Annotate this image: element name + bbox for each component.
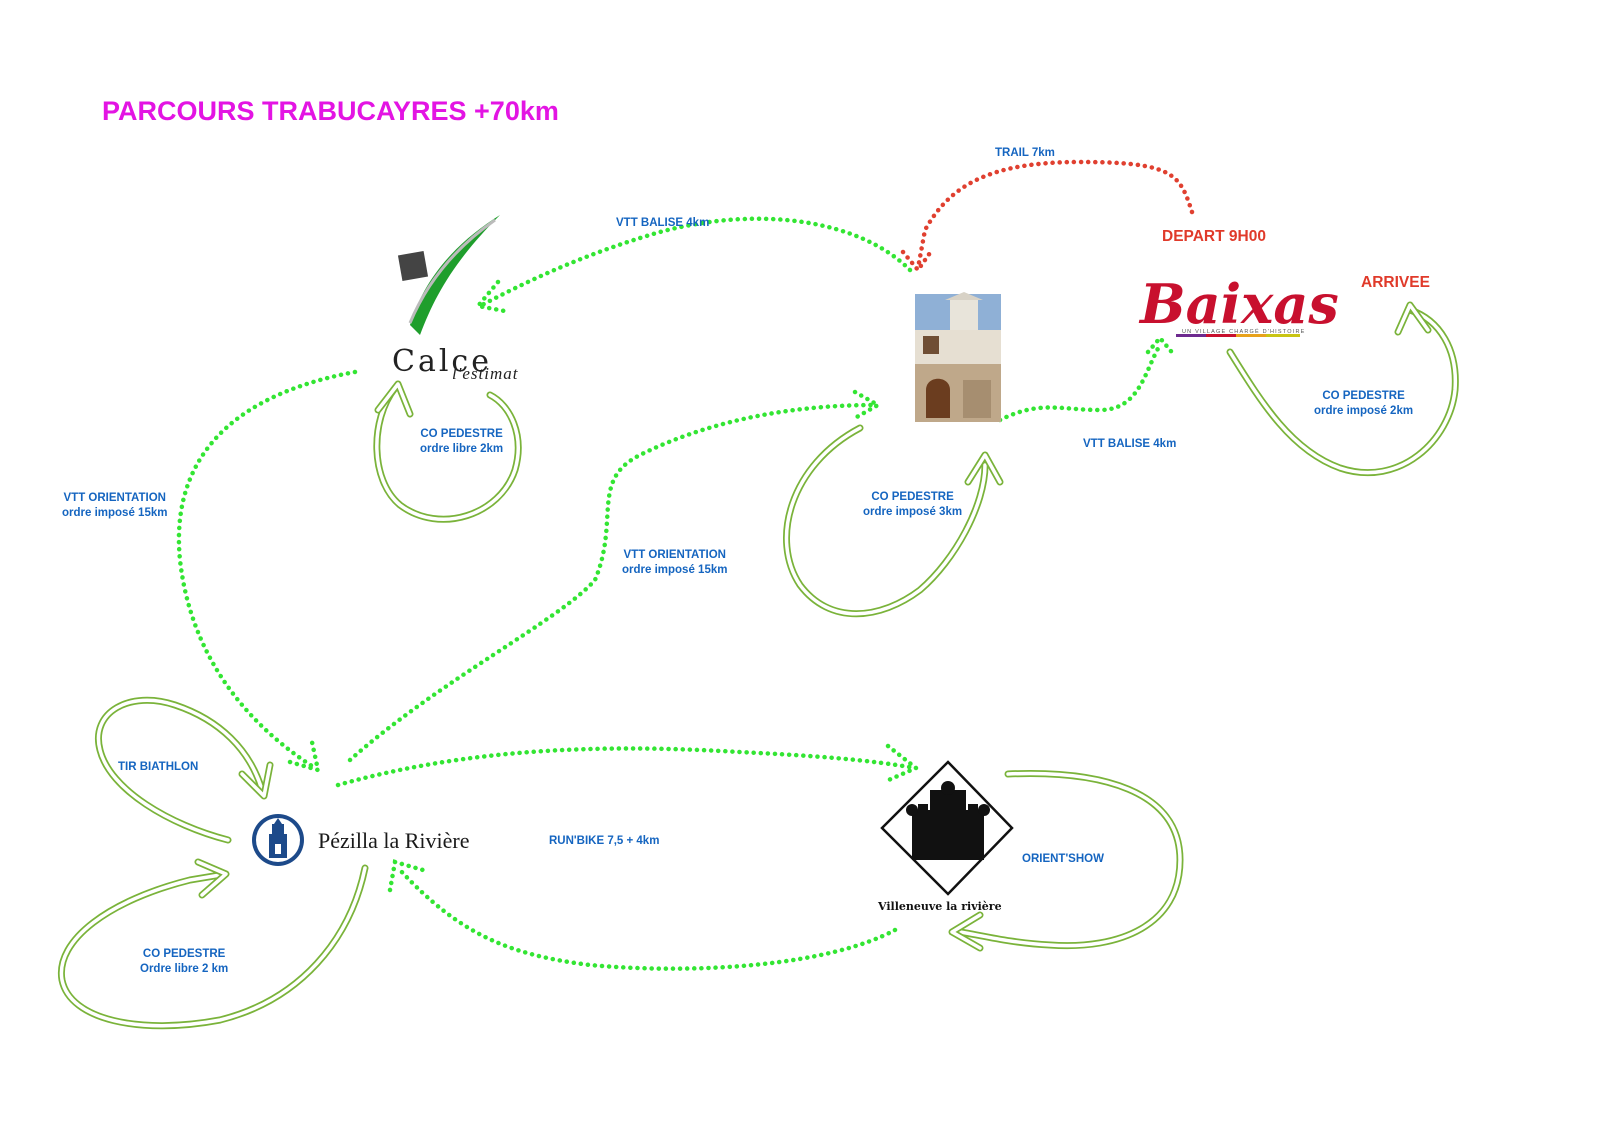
co-calce-line-2: ordre libre 2km — [420, 443, 504, 455]
vtt-balise-right-label: VTT BALISE 4km — [1083, 438, 1177, 450]
co-calce-loop — [373, 380, 522, 523]
co-pezilla-line-2: Ordre libre 2 km — [140, 963, 229, 975]
depart-label: DEPART 9H00 — [1162, 228, 1266, 245]
runbike-route — [335, 743, 921, 971]
vtt-balise-top-route — [473, 216, 913, 315]
vtt-balise-top-label: VTT BALISE 4km — [616, 217, 710, 229]
arrivee-label: ARRIVEE — [1361, 274, 1430, 291]
baixas-color-strip — [1176, 334, 1300, 337]
co-chapel-label: CO PEDESTRE ordre imposé 3km — [863, 490, 962, 520]
page-title: PARCOURS TRABUCAYRES +70km — [102, 96, 559, 126]
tir-biathlon-loop — [95, 696, 274, 844]
orientshow-loop — [948, 770, 1184, 952]
calce-logo — [380, 215, 500, 335]
vtt-orientation-center-line-2: ordre imposé 15km — [622, 564, 728, 576]
vtt-orientation-left-line-1: VTT ORIENTATION — [63, 492, 166, 504]
tir-biathlon-label: TIR BIATHLON — [118, 761, 199, 773]
vtt-orientation-center-route — [347, 389, 883, 763]
pezilla-name: Pézilla la Rivière — [318, 828, 470, 853]
pezilla-logo — [252, 814, 304, 866]
chapel-photo-icon — [915, 292, 1001, 422]
trail-label: TRAIL 7km — [995, 147, 1055, 159]
vtt-orientation-left-route — [176, 369, 358, 774]
co-baixas-label: CO PEDESTRE ordre imposé 2km — [1314, 389, 1413, 419]
baixas-subtitle: UN VILLAGE CHARGÉ D'HISTOIRE — [1182, 329, 1306, 335]
trail-route — [900, 159, 1195, 274]
vtt-orientation-left-label: VTT ORIENTATION ordre imposé 15km — [62, 491, 167, 521]
co-calce-label: CO PEDESTRE ordre libre 2km — [420, 427, 503, 457]
co-baixas-line-1: CO PEDESTRE — [1322, 390, 1405, 402]
vtt-orientation-left-line-2: ordre imposé 15km — [62, 507, 168, 519]
co-chapel-line-1: CO PEDESTRE — [871, 491, 954, 503]
orientshow-label: ORIENT'SHOW — [1022, 853, 1104, 865]
co-chapel-line-2: ordre imposé 3km — [863, 506, 963, 518]
villeneuve-logo — [880, 760, 1014, 896]
baixas-name: Baixas — [1140, 272, 1339, 336]
co-baixas-loop — [1226, 301, 1459, 477]
co-pezilla-loop — [57, 858, 369, 1030]
co-baixas-line-2: ordre imposé 2km — [1314, 405, 1414, 417]
vtt-balise-right-route — [997, 334, 1178, 423]
co-pezilla-line-1: CO PEDESTRE — [142, 948, 226, 960]
co-calce-line-1: CO PEDESTRE — [420, 428, 503, 440]
vtt-orientation-center-line-1: VTT ORIENTATION — [623, 549, 726, 561]
calce-subtitle: l'estimat — [452, 364, 519, 383]
villeneuve-name: Villeneuve la rivière — [878, 900, 1002, 913]
vtt-orientation-center-label: VTT ORIENTATION ordre imposé 15km — [622, 548, 727, 578]
co-chapel-loop — [783, 424, 1004, 618]
calce-name: Calce — [392, 344, 492, 379]
runbike-label: RUN'BIKE 7,5 + 4km — [549, 835, 660, 847]
co-pezilla-label: CO PEDESTRE Ordre libre 2 km — [140, 947, 228, 977]
